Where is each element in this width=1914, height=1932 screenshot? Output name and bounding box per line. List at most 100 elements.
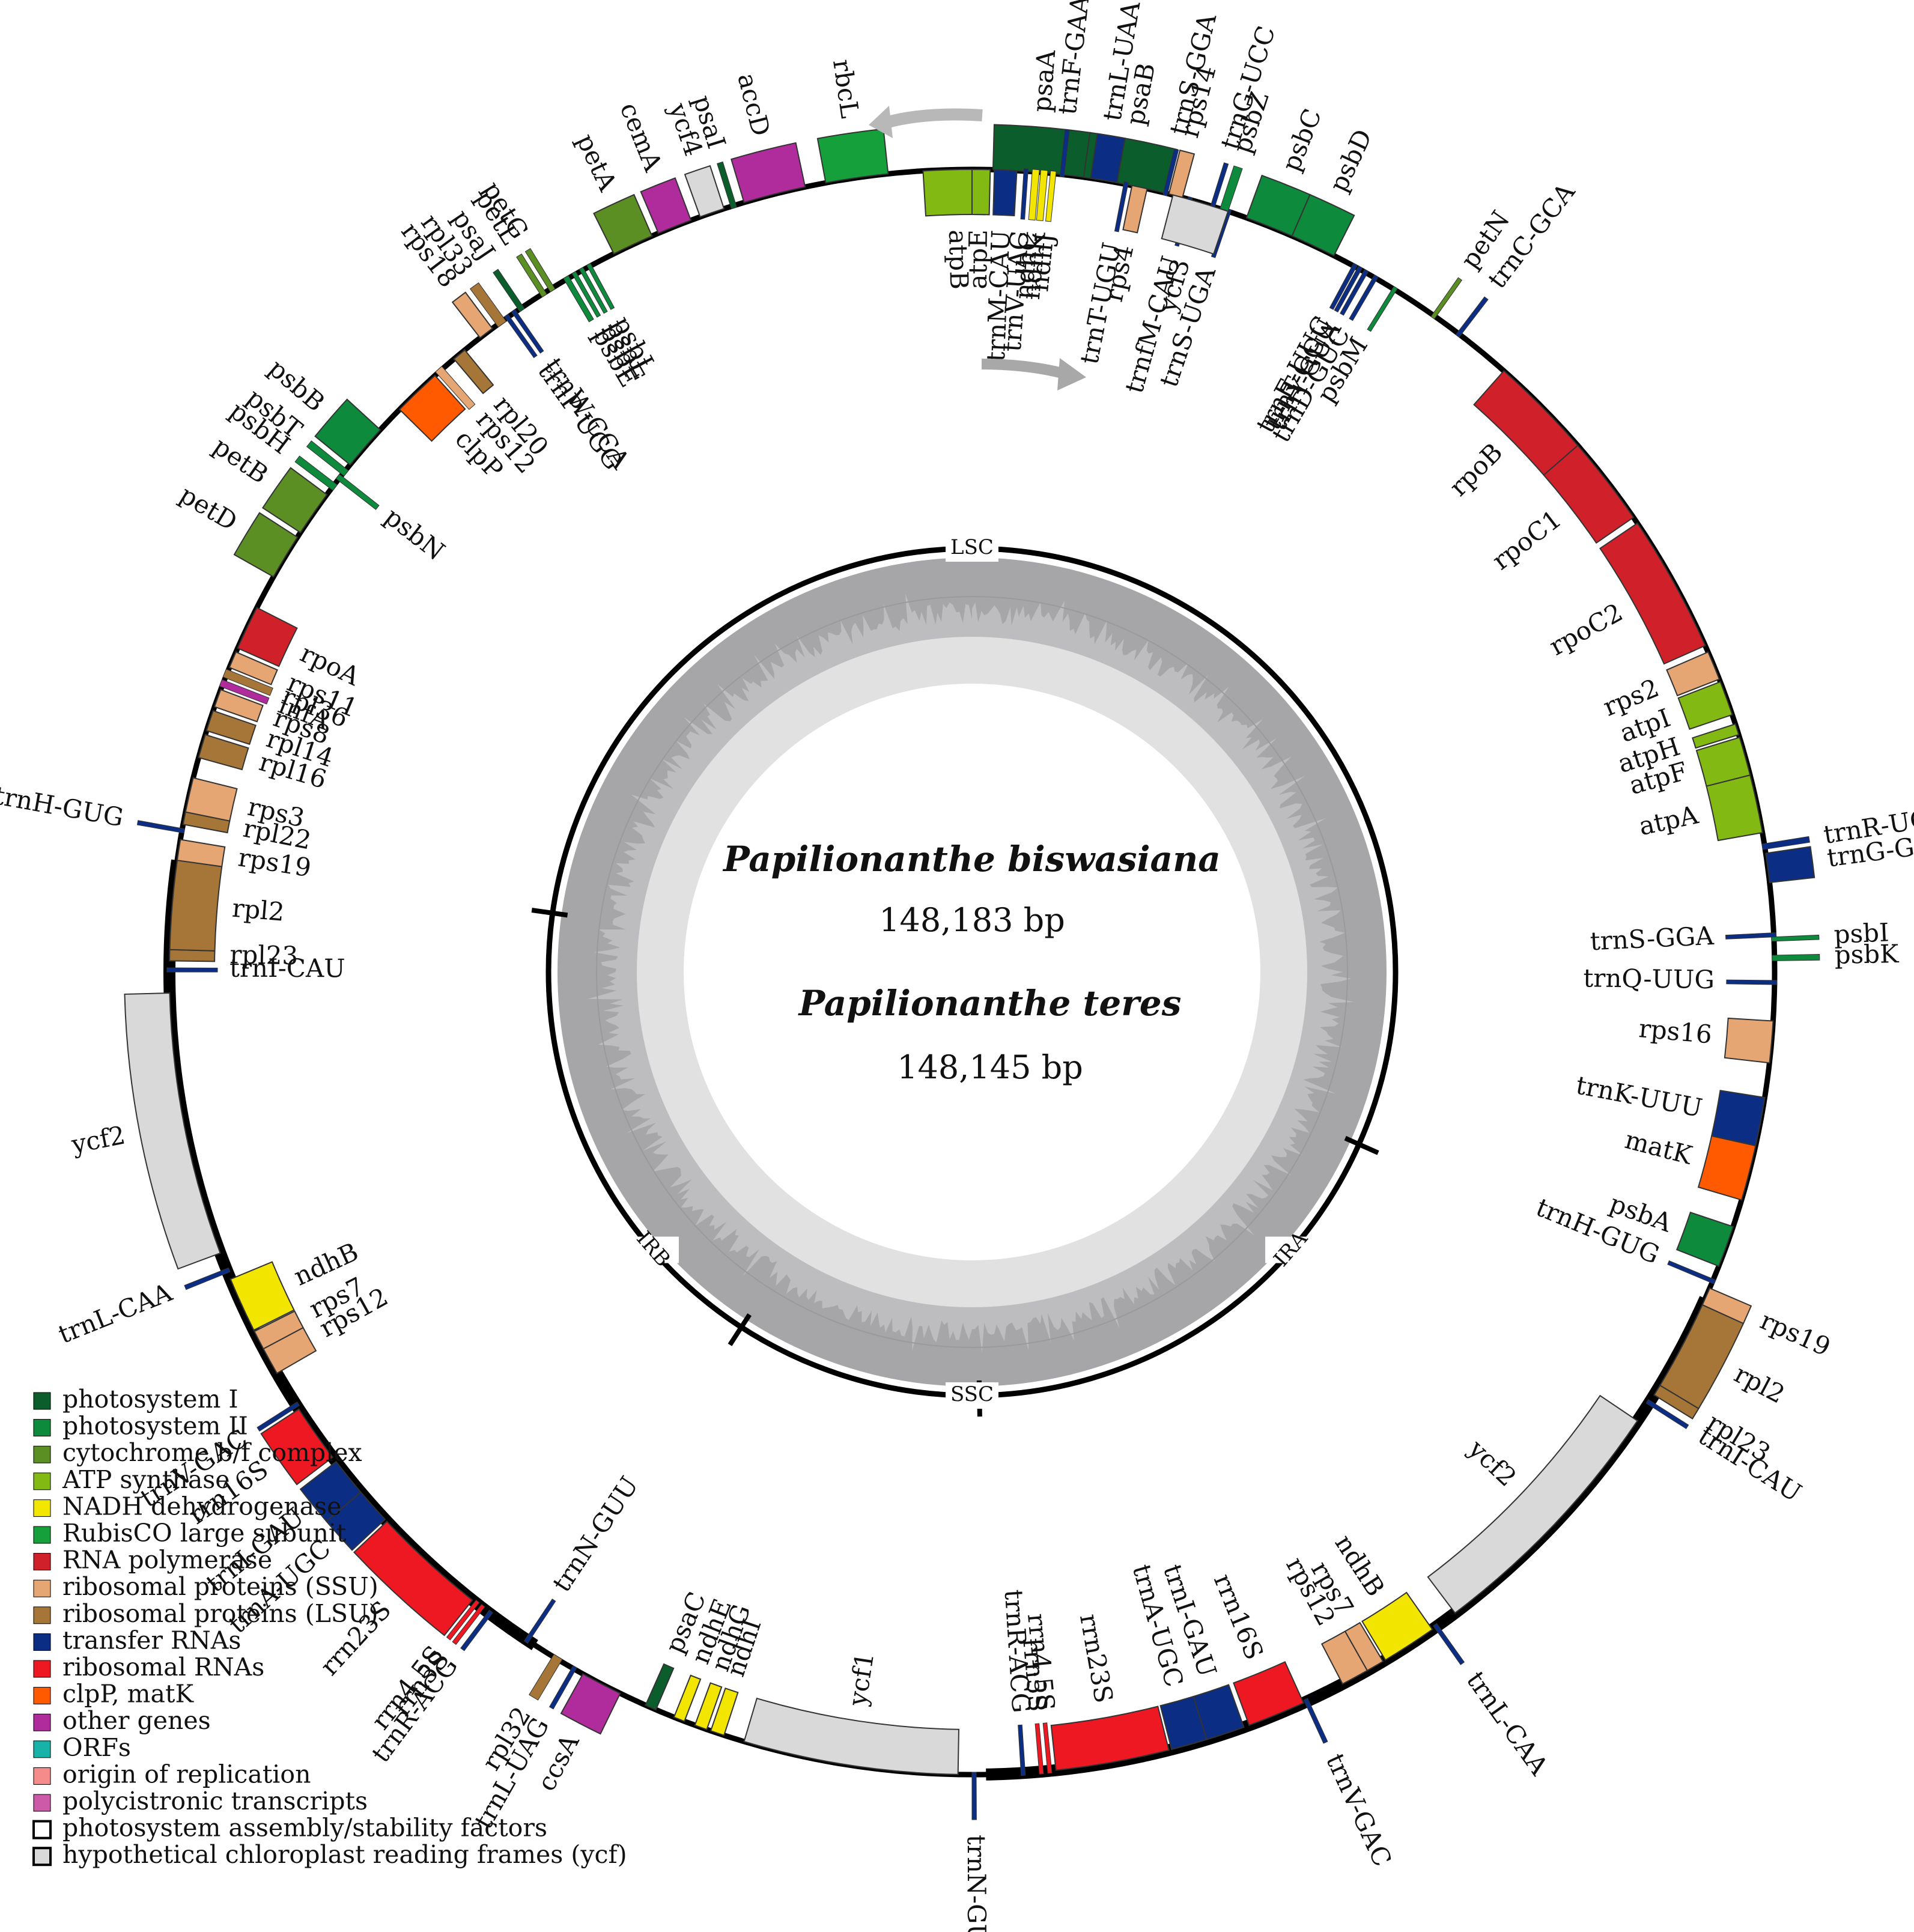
gene-atpe — [971, 168, 991, 216]
gene-atph — [1692, 723, 1740, 749]
legend-label-ycf: hypothetical chloroplast reading frames … — [62, 1840, 627, 1869]
gene-cema — [640, 177, 692, 234]
gene-label: trnS-GGA — [1590, 921, 1715, 956]
gene-petb — [261, 467, 328, 533]
gene-trnh-gug — [136, 820, 186, 834]
gene-label: ycf2 — [68, 1120, 127, 1159]
gene-rrn16s — [260, 1408, 334, 1486]
gene-trnq-uug — [1726, 979, 1778, 985]
gene-rpl20 — [453, 349, 494, 395]
gene-label: trnF-GAA — [1052, 0, 1095, 116]
gene-ndhe — [673, 1674, 702, 1722]
gene-psai — [717, 161, 737, 210]
gene-label: rpl23 — [229, 940, 299, 970]
gene-label: rps19 — [1756, 1305, 1835, 1362]
gene-rrn4-5s — [446, 1599, 480, 1641]
gene-label: trnV-GAC — [1320, 1749, 1397, 1871]
gene-accd — [731, 142, 806, 204]
gene-rpoc1 — [1543, 445, 1635, 544]
legend-swatch-orf — [33, 1740, 51, 1758]
gene-label: trnL-CAA — [1461, 1666, 1554, 1781]
legend-swatch-ycf — [32, 1847, 52, 1867]
gene-rpl23 — [169, 949, 216, 962]
legend-label-ori: origin of replication — [62, 1760, 311, 1788]
gene-trnc-gca — [1455, 296, 1489, 338]
gene-psbd — [1291, 193, 1355, 257]
legend-label-psI: photosystem I — [62, 1385, 238, 1414]
gene-trnn-guu — [523, 1599, 556, 1644]
gene-label: psbK — [1834, 939, 1900, 970]
gene-trna-ugc — [1159, 1695, 1208, 1751]
region-boundary-tick — [1344, 1135, 1379, 1155]
gene-trns-gga — [1725, 932, 1777, 940]
gene-rps7 — [254, 1310, 304, 1350]
gene-label: cemA — [614, 99, 668, 176]
gene-psbk — [1772, 953, 1820, 961]
gene-label: trnQ-UUG — [1583, 963, 1715, 994]
legend-swatch-poly — [33, 1794, 51, 1812]
gene-trnv-gac — [1303, 1698, 1328, 1744]
gene-label: matK — [1622, 1125, 1696, 1170]
gene-rbcl — [816, 128, 889, 184]
gene-rpl33 — [469, 282, 507, 328]
gene-label: rrn23S — [1074, 1612, 1119, 1706]
gene-trns-gga — [1162, 148, 1179, 196]
gene-rps4 — [1122, 184, 1148, 234]
legend-swatch-cyt — [33, 1445, 51, 1463]
gene-trni-cau — [1645, 1399, 1689, 1429]
gene-matk — [1697, 1135, 1757, 1201]
gene-rps16 — [1724, 1017, 1774, 1064]
legend-label-trna: transfer RNAs — [62, 1626, 241, 1654]
ira-thick-arc — [986, 1296, 1711, 1781]
center-disc — [684, 684, 1260, 1260]
gene-ndhc — [1028, 169, 1040, 220]
gene-trnh-gug — [1667, 1260, 1716, 1284]
gene-label: rps16 — [1638, 1013, 1713, 1049]
gene-rps12 — [1320, 1630, 1369, 1685]
gene-psaa — [992, 124, 1091, 178]
gene-rps18 — [451, 291, 493, 339]
gene-label: trnL-CAA — [54, 1277, 176, 1349]
gene-rps19 — [176, 839, 226, 867]
gene-label: psbI — [1833, 917, 1890, 949]
gene-label: accD — [732, 70, 776, 139]
region-label-bg — [1265, 1236, 1319, 1263]
legend-label-atp: ATP synthase — [62, 1465, 230, 1494]
gene-trnv-uac — [1020, 168, 1029, 220]
gene-rps12 — [435, 366, 476, 410]
gene-label: ndhC — [1009, 231, 1044, 301]
gene-atpi — [1677, 681, 1733, 730]
gene-trnw-cca — [511, 309, 544, 354]
gene-rpoc2 — [1599, 522, 1706, 665]
legend-swatch-psI — [33, 1392, 51, 1410]
species-2-size: 148,145 bp — [897, 1048, 1083, 1086]
legend-label-lsu: ribosomal proteins (LSU) — [62, 1599, 378, 1628]
direction-arrows — [869, 106, 1086, 390]
arrow-head-inner — [1057, 358, 1086, 390]
gene-label: atpB — [943, 229, 974, 290]
gene-psbt — [306, 440, 349, 477]
gene-trnp-ugg — [504, 314, 538, 359]
gene-trnl-caa — [1433, 1623, 1465, 1665]
region-label-bg — [625, 1236, 679, 1263]
gene-rpl14 — [205, 709, 257, 746]
gene-label: ndhK — [1016, 230, 1051, 301]
gene-trny-gua — [1340, 269, 1369, 316]
gene-trnl-caa — [184, 1267, 231, 1290]
gene-trnr-acg — [460, 1609, 493, 1651]
gene-psbn — [335, 473, 380, 510]
legend-label-psII: photosystem II — [62, 1412, 248, 1441]
legend-swatch-clp — [33, 1687, 51, 1705]
clockwise-arrow-top — [884, 108, 983, 129]
gene-rpl32 — [529, 1654, 563, 1701]
gene-label: petA — [571, 129, 623, 196]
gene-label: rpoC2 — [1545, 597, 1627, 661]
gene-ccsa — [560, 1673, 621, 1735]
legend-swatch-ssu — [33, 1579, 51, 1597]
gene-trnr-ucu — [1761, 836, 1810, 850]
gene-ndhg — [694, 1682, 723, 1731]
gene-ndhb — [229, 1261, 295, 1331]
gene-label: trnN-GUU — [962, 1835, 992, 1932]
gene-rpl36 — [222, 669, 273, 696]
